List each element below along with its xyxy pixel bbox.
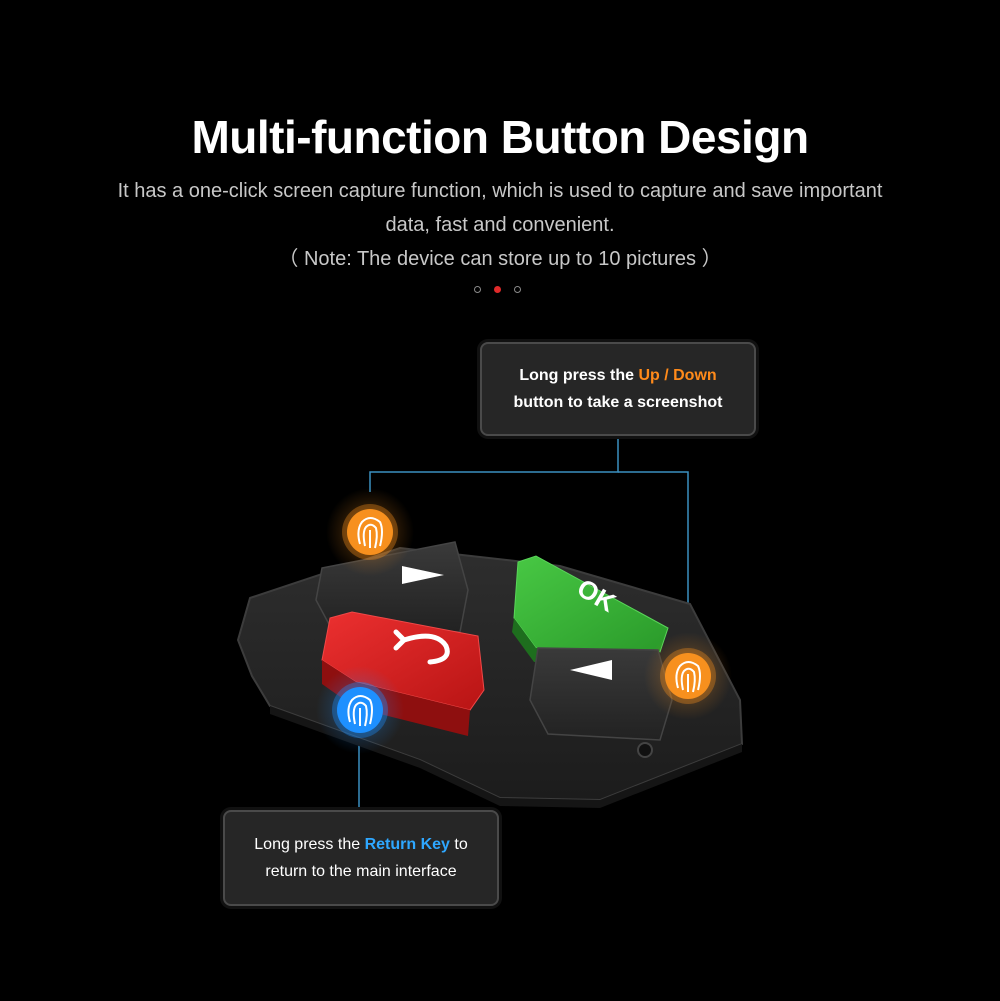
callout-return-highlight: Return Key xyxy=(364,836,450,853)
pagination-dot-2[interactable] xyxy=(494,286,501,293)
page-subtitle: It has a one-click screen capture functi… xyxy=(117,180,883,236)
callout-return-suffix-inline: to xyxy=(454,836,468,853)
leader-line-updown xyxy=(369,437,619,492)
callout-updown-highlight: Up / Down xyxy=(638,367,717,384)
screw-hole xyxy=(637,742,653,758)
callout-return-prefix: Long press the xyxy=(254,836,361,853)
callout-updown-prefix: Long press the xyxy=(519,367,634,384)
callout-return: Long press the Return Key to return to t… xyxy=(223,810,499,906)
fingerprint-icon-orange xyxy=(357,517,383,549)
pagination-dots xyxy=(474,286,521,296)
callout-updown-suffix: button to take a screenshot xyxy=(513,394,723,411)
pagination-dot-3[interactable] xyxy=(514,286,521,293)
pagination-dot-1[interactable] xyxy=(474,286,481,293)
callout-updown: Long press the Up / Down button to take … xyxy=(480,342,756,436)
storage-note: （ Note: The device can store up to 10 pi… xyxy=(278,248,722,270)
leader-line-updown-right xyxy=(618,471,689,626)
arrow-down-icon xyxy=(570,660,612,680)
fingerprint-icon-orange xyxy=(675,661,701,693)
arrow-up-icon xyxy=(402,566,444,584)
callout-return-suffix: return to the main interface xyxy=(265,863,457,880)
fingerprint-icon-blue xyxy=(347,695,373,727)
page-title: Multi-function Button Design xyxy=(191,111,809,163)
touch-indicator-return xyxy=(316,666,404,754)
touch-indicator-up xyxy=(326,488,414,576)
return-arrow-icon xyxy=(393,629,450,665)
touch-indicator-down xyxy=(644,632,732,720)
